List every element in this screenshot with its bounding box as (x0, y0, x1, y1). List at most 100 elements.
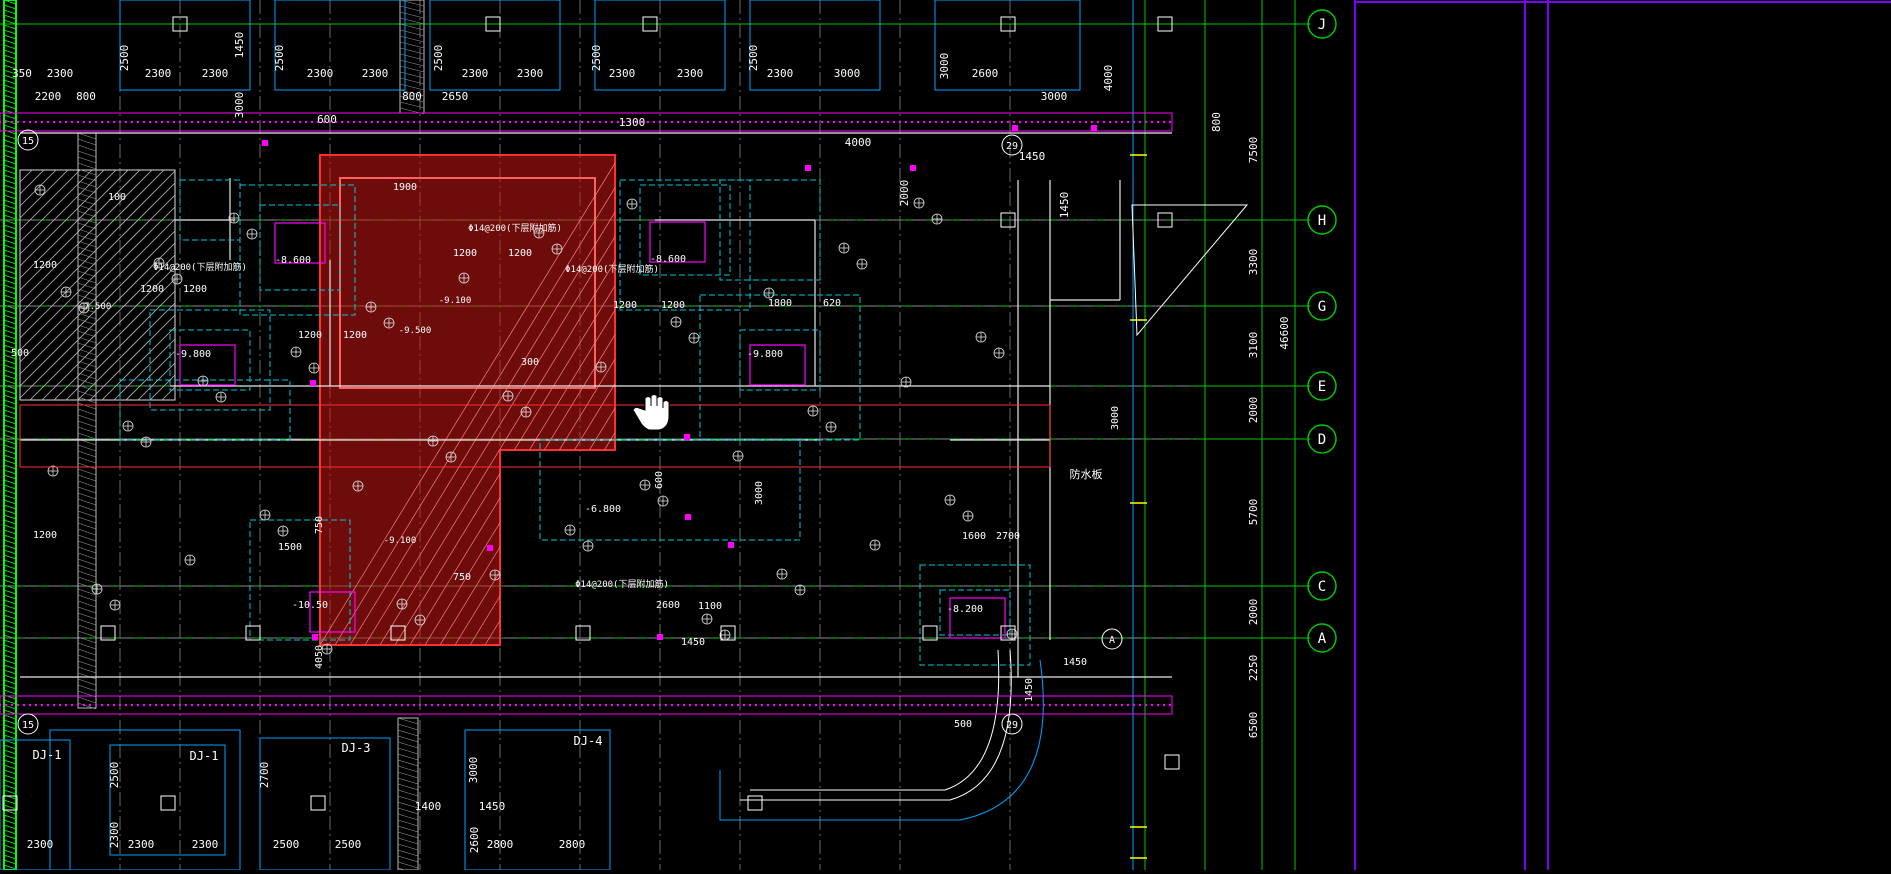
wall-hatch-dot (304, 703, 308, 707)
wall-hatch-dot (322, 703, 326, 707)
dim-text: 1200 (33, 260, 57, 271)
axis-bubble (1101, 628, 1123, 650)
strip-hatch (3, 64, 17, 70)
wall-hatch-dot (1168, 120, 1172, 124)
dim-text: 620 (823, 298, 841, 309)
wall-hatch-dot (862, 120, 866, 124)
footing-outline (274, 0, 406, 91)
column-hatch (397, 807, 419, 815)
strip-hatch (3, 554, 17, 560)
dim-text: 2000 (1247, 397, 1260, 424)
wall-hatch-dot (556, 120, 560, 124)
strip-hatch (3, 499, 17, 505)
wall-hatch-dot (1108, 120, 1112, 124)
hatch-line (173, 398, 176, 401)
wall-hatch-dot (130, 120, 134, 124)
hatch-line (19, 170, 176, 327)
magenta-dot (910, 165, 916, 171)
dim-text: 4000 (1102, 65, 1115, 92)
column-hatch (77, 528, 97, 536)
dim-text: 750 (453, 572, 471, 583)
column-marker (390, 625, 406, 641)
wall-hatch-dot (202, 703, 206, 707)
wall-hatch-dot (172, 120, 176, 124)
wall-hatch-dot (328, 703, 332, 707)
wall-hatch-dot (532, 120, 536, 124)
dim-text: 2250 (1247, 655, 1260, 682)
wall-hatch-dot (460, 703, 464, 707)
strip-hatch (3, 479, 17, 485)
wall-hatch-dot (0, 120, 2, 124)
column-marker (172, 16, 188, 32)
wall-hatch-dot (334, 120, 338, 124)
column-hatch (77, 366, 97, 374)
column-hatch (77, 468, 97, 476)
wall-hatch-dot (142, 703, 146, 707)
wall-hatch-dot (706, 120, 710, 124)
strip-hatch (3, 634, 17, 640)
strip-hatch (3, 839, 17, 845)
column-hatch (399, 5, 425, 13)
dim-text: 46600 (1278, 316, 1291, 349)
column-hatch (77, 354, 97, 362)
wall-hatch-dot (1132, 703, 1136, 707)
column-hatch (399, 65, 425, 73)
wall-hatch-dot (418, 703, 422, 707)
water-tank-label: 防水板 (1070, 467, 1103, 481)
wall-hatch-dot (340, 703, 344, 707)
column-hatch (77, 342, 97, 350)
wall-hatch-dot (130, 703, 134, 707)
hatch-line (41, 266, 176, 401)
strip-hatch (3, 134, 17, 140)
wall-hatch-dot (208, 703, 212, 707)
strip-hatch (3, 719, 17, 725)
wall-hatch-dot (760, 703, 764, 707)
column-hatch (77, 492, 97, 500)
column-hatch (77, 444, 97, 452)
strip-hatch (3, 799, 17, 805)
wall-hatch-dot (856, 120, 860, 124)
wall-hatch-dot (190, 703, 194, 707)
strip-hatch (3, 214, 17, 220)
dim-text: 1200 (298, 330, 322, 341)
wall-hatch-dot (856, 703, 860, 707)
wall-hatch-dot (826, 703, 830, 707)
wall-hatch-dot (958, 120, 962, 124)
strip-hatch (3, 84, 17, 90)
wall-hatch-dot (520, 703, 524, 707)
strip-hatch (3, 289, 17, 295)
wall-hatch-dot (1156, 703, 1160, 707)
dim-text: 1450 (479, 800, 506, 813)
wall-hatch-dot (712, 703, 716, 707)
wall-hatch-dot (472, 120, 476, 124)
strip-hatch (3, 519, 17, 525)
ramp-wall (740, 649, 1012, 801)
wall-hatch-dot (550, 703, 554, 707)
wall-hatch-dot (670, 120, 674, 124)
dim-text: 350 (12, 67, 32, 80)
magenta-dot (728, 542, 734, 548)
strip-hatch (3, 99, 17, 105)
wall-hatch-dot (562, 120, 566, 124)
column-hatch (77, 456, 97, 464)
strip-hatch (3, 139, 17, 145)
strip-hatch (3, 149, 17, 155)
column-hatch (77, 132, 97, 140)
wall-hatch-dot (448, 703, 452, 707)
dim-text: 2300 (362, 67, 389, 80)
strip-hatch (3, 344, 17, 350)
column-hatch (77, 150, 97, 158)
wall-hatch-dot (928, 120, 932, 124)
dim-text: 3000 (754, 481, 765, 505)
column-hatch (397, 795, 419, 803)
column-hatch (397, 849, 419, 857)
strip-hatch (3, 104, 17, 110)
strip-hatch (3, 389, 17, 395)
wall-hatch-dot (796, 703, 800, 707)
strip-hatch (3, 309, 17, 315)
wall-hatch-dot (910, 120, 914, 124)
column-hatch (77, 672, 97, 680)
column-hatch (77, 138, 97, 146)
